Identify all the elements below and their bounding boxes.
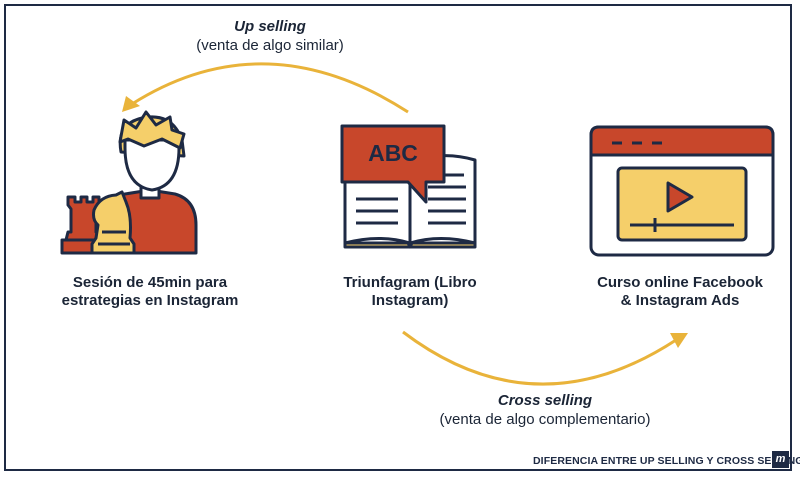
video-course-icon <box>589 125 775 257</box>
node-label-line: Curso online Facebook <box>597 274 763 291</box>
cross-selling-caption: Cross selling (venta de algo complementa… <box>400 391 690 429</box>
node-label-line: Sesión de 45min para <box>72 274 228 291</box>
node-label-line: Triunfagram (Libro <box>343 274 477 291</box>
node-label-line: estrategias en Instagram <box>61 292 239 309</box>
up-selling-caption: Up selling (venta de algo similar) <box>170 17 370 55</box>
book-icon <box>340 124 477 249</box>
up-selling-subtitle: (venta de algo similar) <box>196 37 344 54</box>
cross-selling-arrow <box>402 330 688 386</box>
brand-logo-icon: m <box>772 451 789 468</box>
book-bubble-text: ABC <box>368 140 418 166</box>
node-label-book: Triunfagram (Libro Instagram) <box>300 274 520 310</box>
cross-selling-title: Cross selling <box>497 392 593 409</box>
footer-caption: DIFERENCIA ENTRE UP SELLING Y CROSS SELL… <box>533 455 800 467</box>
up-selling-title: Up selling <box>234 18 306 35</box>
node-label-session: Sesión de 45min para estrategias en Inst… <box>15 274 285 310</box>
node-label-line: Instagram) <box>371 292 449 309</box>
cross-selling-subtitle: (venta de algo complementario) <box>439 411 651 428</box>
person-chess-icon <box>60 110 198 255</box>
node-label-line: & Instagram Ads <box>620 292 740 309</box>
node-label-course: Curso online Facebook & Instagram Ads <box>560 274 800 310</box>
up-selling-arrow <box>122 62 409 114</box>
